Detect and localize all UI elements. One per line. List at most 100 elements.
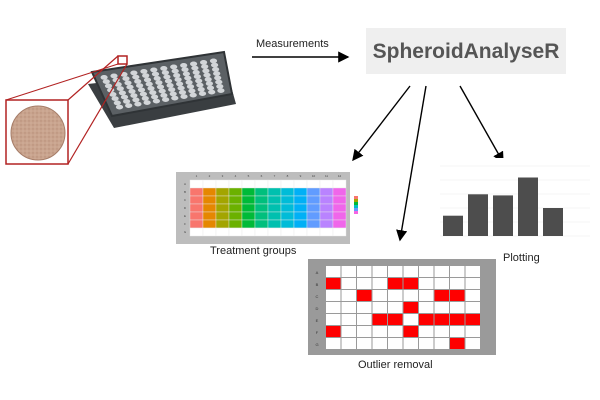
heatmap-col-label: 1 [196, 174, 198, 178]
well [123, 99, 131, 104]
heatmap-col-label: 7 [274, 174, 276, 178]
well [200, 60, 208, 65]
outlier-cell [372, 338, 387, 349]
outlier-row-label: G [315, 342, 318, 347]
heatmap-cell [267, 179, 282, 189]
outlier-cell [341, 314, 356, 325]
arrow-icon [352, 85, 411, 162]
outlier-cell [388, 290, 403, 301]
heatmap-cell [280, 187, 295, 197]
heatmap-legend-key [354, 208, 358, 211]
well [132, 74, 140, 80]
well [195, 78, 203, 84]
outlier-row-label: F [316, 330, 319, 335]
heatmap-cell [189, 211, 204, 221]
outlier-cell [357, 326, 372, 337]
well [122, 76, 130, 81]
outlier-cell [403, 338, 418, 349]
well [188, 88, 196, 94]
well [203, 72, 211, 78]
heatmap-cell [241, 211, 256, 221]
heatmap-col-label: 3 [222, 174, 224, 178]
well [185, 80, 193, 85]
outlier-cell [450, 302, 465, 313]
outlier-cell [326, 338, 341, 349]
heatmap-cell [306, 179, 321, 189]
well [141, 96, 149, 101]
outlier-row-label: A [316, 270, 319, 275]
well [176, 81, 184, 87]
well [206, 85, 215, 91]
outlier-cell [465, 266, 480, 277]
well [151, 71, 160, 77]
outlier-cell [465, 278, 480, 289]
outlier-cell [434, 314, 449, 325]
heatmap-cell [293, 195, 308, 205]
well [208, 89, 216, 95]
heatmap-cell [202, 195, 217, 205]
heatmap-cell [332, 195, 347, 205]
outlier-cell [419, 266, 434, 277]
heatmap-cell [228, 219, 243, 229]
outlier-removal-label: Outlier removal [358, 359, 433, 371]
well [202, 68, 210, 74]
heatmap-cell [280, 227, 295, 237]
outlier-cell [372, 302, 387, 313]
well [100, 75, 108, 80]
heatmap-col-label: 9 [300, 174, 302, 178]
outlier-cell [403, 278, 418, 289]
well [158, 88, 166, 94]
heatmap-cell [332, 211, 347, 221]
heatmap-cell [319, 219, 334, 229]
outlier-row-label: D [316, 306, 319, 311]
well [162, 97, 170, 102]
heatmap-row-label: A [184, 182, 186, 186]
heatmap-cell [319, 179, 334, 189]
heatmap-cell [215, 227, 230, 237]
heatmap-cell [202, 187, 217, 197]
outlier-cell [465, 338, 480, 349]
heatmap-cell [189, 227, 204, 237]
well [190, 61, 198, 67]
outlier-cell [465, 326, 480, 337]
well [153, 76, 161, 81]
heatmap-cell [267, 227, 282, 237]
well [116, 86, 124, 91]
outlier-cell [403, 326, 418, 337]
heatmap-cell [280, 211, 295, 221]
well [214, 75, 222, 81]
heatmap-cell [332, 227, 347, 237]
outlier-cell [372, 278, 387, 289]
heatmap-cell [215, 211, 230, 221]
heatmap-cell [267, 203, 282, 213]
outlier-cell [341, 302, 356, 313]
well [142, 73, 150, 78]
well [192, 70, 200, 75]
outlier-cell [403, 314, 418, 325]
well [113, 100, 121, 106]
well [126, 84, 134, 90]
outlier-cell [357, 290, 372, 301]
well [143, 77, 152, 83]
well [169, 91, 177, 97]
heatmap-cell [241, 219, 256, 229]
well [184, 75, 192, 81]
heatmap-cell [241, 227, 256, 237]
heatmap-cell [228, 179, 243, 189]
heatmap-col-label: 8 [287, 174, 289, 178]
well [110, 73, 118, 79]
heatmap-cell [280, 219, 295, 229]
outlier-cell [341, 326, 356, 337]
outlier-cell [372, 326, 387, 337]
heatmap-row-label: F [184, 222, 186, 226]
outlier-cell [357, 302, 372, 313]
well [161, 70, 169, 75]
outlier-cell [357, 314, 372, 325]
heatmap-cell [280, 203, 295, 213]
heatmap-cell [254, 227, 269, 237]
well [114, 82, 122, 87]
well [193, 74, 201, 79]
well [197, 87, 205, 92]
well [134, 101, 142, 107]
well [136, 83, 144, 88]
